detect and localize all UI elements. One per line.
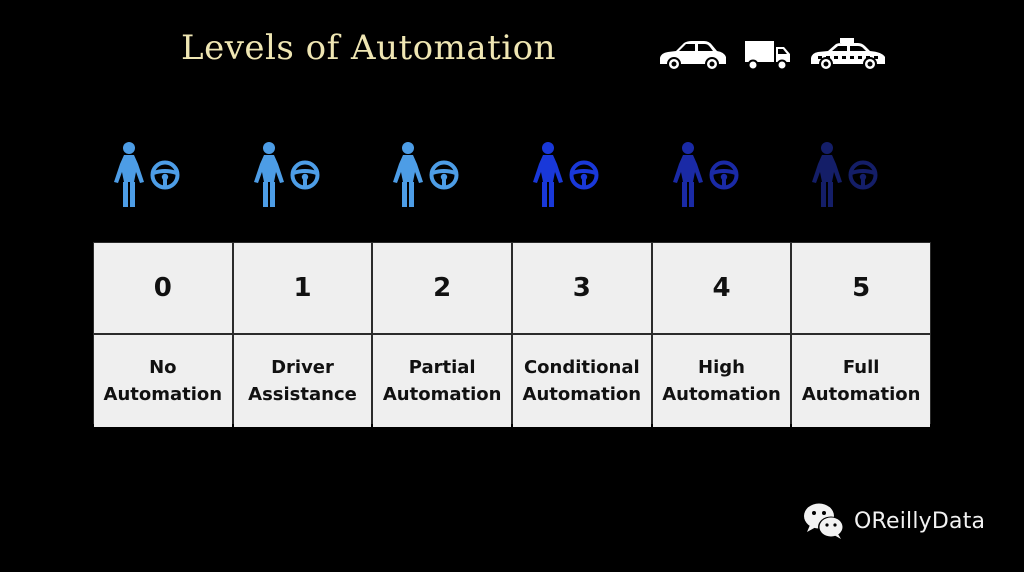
level-label-line: Automation	[382, 384, 502, 405]
steering-wheel-icon	[150, 160, 180, 190]
person-icon	[393, 142, 424, 207]
driver-figure-level-0	[93, 140, 232, 212]
driver-figure-level-5	[791, 140, 930, 212]
driver-figure-level-4	[652, 140, 791, 212]
level-label-line: No	[149, 357, 177, 378]
car-icon	[660, 41, 726, 71]
steering-wheel-icon	[290, 160, 320, 190]
person-icon	[672, 142, 703, 207]
steering-wheel-icon	[848, 160, 878, 190]
person-icon	[812, 142, 843, 207]
watermark: OReillyData	[802, 501, 985, 541]
wechat-icon	[804, 503, 844, 539]
level-number-2: 2	[373, 243, 511, 333]
level-label-line: Conditional	[523, 357, 640, 378]
level-label-line: Partial	[408, 357, 476, 378]
level-number-1: 1	[233, 243, 372, 333]
level-label-line: Automation	[103, 384, 223, 405]
level-number-3: 3	[513, 243, 651, 333]
level-label-line: Assistance	[248, 384, 357, 405]
page-title: Levels of Automation	[181, 28, 557, 68]
taxi-icon	[811, 38, 885, 71]
level-number-0: 0	[94, 243, 232, 333]
watermark-text: OReillyData	[854, 508, 986, 534]
person-icon	[114, 142, 144, 207]
level-label-line: Driver	[271, 357, 334, 378]
driver-figures	[93, 140, 931, 212]
driver-figure-level-1	[233, 140, 372, 212]
level-number-5: 5	[792, 243, 930, 333]
level-label-line: Automation	[801, 384, 921, 405]
driver-figure-level-3	[512, 140, 651, 212]
level-label-line: High	[698, 357, 745, 378]
steering-wheel-icon	[429, 160, 459, 190]
person-icon	[253, 142, 284, 207]
driver-figure-level-2	[372, 140, 511, 212]
person-icon	[533, 142, 563, 207]
level-label-line: Automation	[522, 384, 642, 405]
steering-wheel-icon	[569, 160, 599, 190]
level-label-line: Automation	[662, 384, 781, 405]
steering-wheel-icon	[709, 160, 739, 190]
level-number-4: 4	[652, 243, 791, 333]
truck-icon	[745, 41, 790, 71]
vehicle-icons	[654, 38, 894, 78]
level-label-line: Full	[842, 357, 880, 378]
